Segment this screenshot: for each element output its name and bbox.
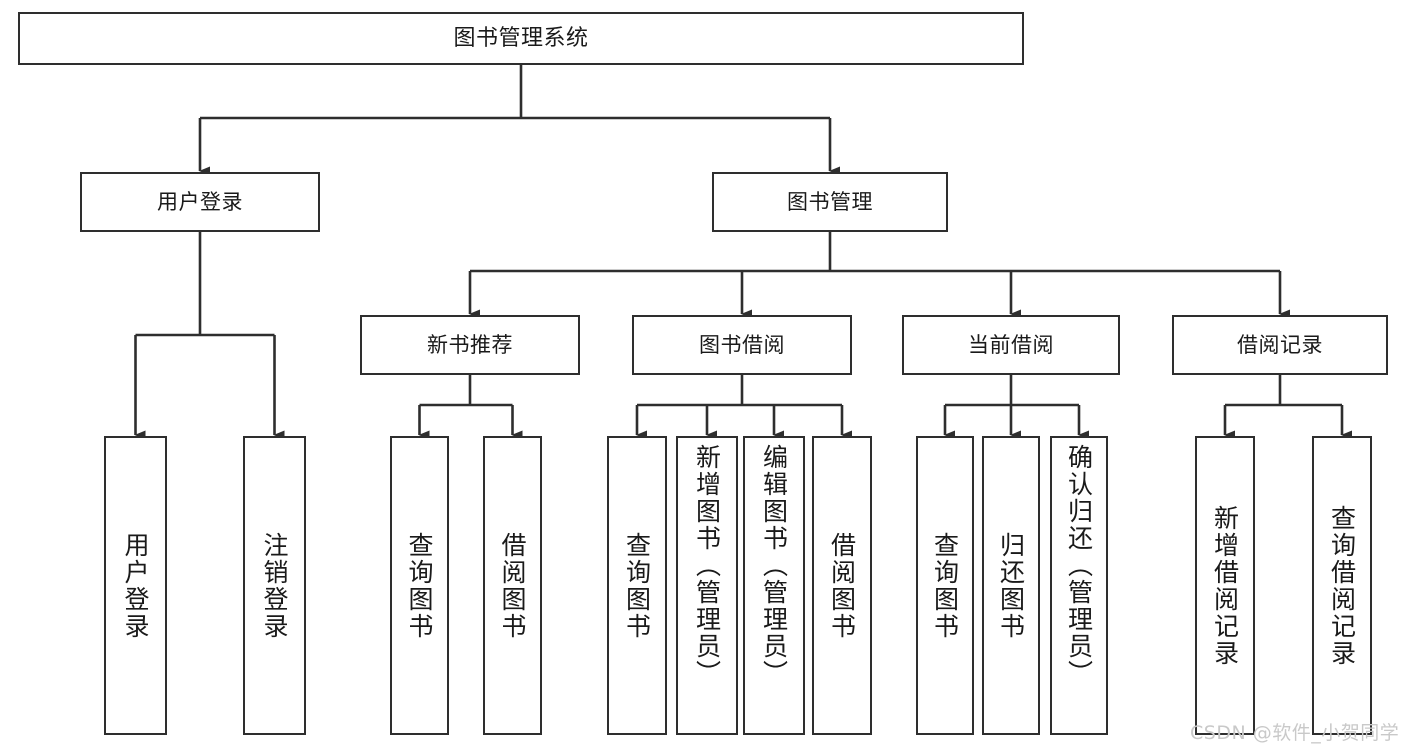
node-leaf-borrow-book-nb-label: 借阅图书 <box>498 531 527 640</box>
node-leaf-add-book-label: 新增图书（管理员） <box>692 444 722 687</box>
node-borrow-record-label: 借阅记录 <box>1237 332 1323 357</box>
node-leaf-add-record-label: 新增借阅记录 <box>1210 504 1240 667</box>
node-leaf-query-book-bb[interactable]: 查询图书 <box>607 436 667 735</box>
node-leaf-user-logout[interactable]: 注销登录 <box>243 436 306 735</box>
node-leaf-user-logout-label: 注销登录 <box>260 531 289 640</box>
node-leaf-edit-book[interactable]: 编辑图书（管理员） <box>743 436 805 735</box>
node-book-manage[interactable]: 图书管理 <box>712 172 948 232</box>
node-root[interactable]: 图书管理系统 <box>18 12 1024 65</box>
node-leaf-add-book[interactable]: 新增图书（管理员） <box>676 436 738 735</box>
node-root-label: 图书管理系统 <box>453 25 589 51</box>
node-book-manage-label: 图书管理 <box>787 189 873 214</box>
node-leaf-query-book-nb[interactable]: 查询图书 <box>390 436 449 735</box>
csdn-watermark: CSDN @软件_小贺同学 <box>1190 722 1400 744</box>
node-leaf-confirm-return-label: 确认归还（管理员） <box>1064 444 1094 687</box>
node-borrow-record[interactable]: 借阅记录 <box>1172 315 1388 375</box>
node-user-login[interactable]: 用户登录 <box>80 172 320 232</box>
node-book-borrow-label: 图书借阅 <box>699 332 785 357</box>
node-leaf-query-book-bb-label: 查询图书 <box>622 531 652 640</box>
node-leaf-user-login-label: 用户登录 <box>121 531 150 640</box>
node-leaf-query-record[interactable]: 查询借阅记录 <box>1312 436 1372 735</box>
node-leaf-user-login[interactable]: 用户登录 <box>104 436 167 735</box>
node-leaf-edit-book-label: 编辑图书（管理员） <box>759 444 789 687</box>
node-leaf-query-book-cb-label: 查询图书 <box>930 531 960 640</box>
node-book-borrow[interactable]: 图书借阅 <box>632 315 852 375</box>
node-leaf-confirm-return[interactable]: 确认归还（管理员） <box>1050 436 1108 735</box>
node-new-book-recommend-label: 新书推荐 <box>427 332 513 357</box>
node-leaf-borrow-book-bb[interactable]: 借阅图书 <box>812 436 872 735</box>
node-leaf-query-book-cb[interactable]: 查询图书 <box>916 436 974 735</box>
node-current-borrow-label: 当前借阅 <box>968 332 1054 357</box>
node-leaf-add-record[interactable]: 新增借阅记录 <box>1195 436 1255 735</box>
node-leaf-borrow-book-bb-label: 借阅图书 <box>827 531 857 640</box>
node-leaf-query-book-nb-label: 查询图书 <box>405 531 434 640</box>
node-leaf-borrow-book-nb[interactable]: 借阅图书 <box>483 436 542 735</box>
node-new-book-recommend[interactable]: 新书推荐 <box>360 315 580 375</box>
node-user-login-label: 用户登录 <box>157 189 243 214</box>
node-leaf-query-record-label: 查询借阅记录 <box>1327 504 1357 667</box>
node-leaf-return-book[interactable]: 归还图书 <box>982 436 1040 735</box>
node-leaf-return-book-label: 归还图书 <box>996 531 1026 640</box>
node-current-borrow[interactable]: 当前借阅 <box>902 315 1120 375</box>
